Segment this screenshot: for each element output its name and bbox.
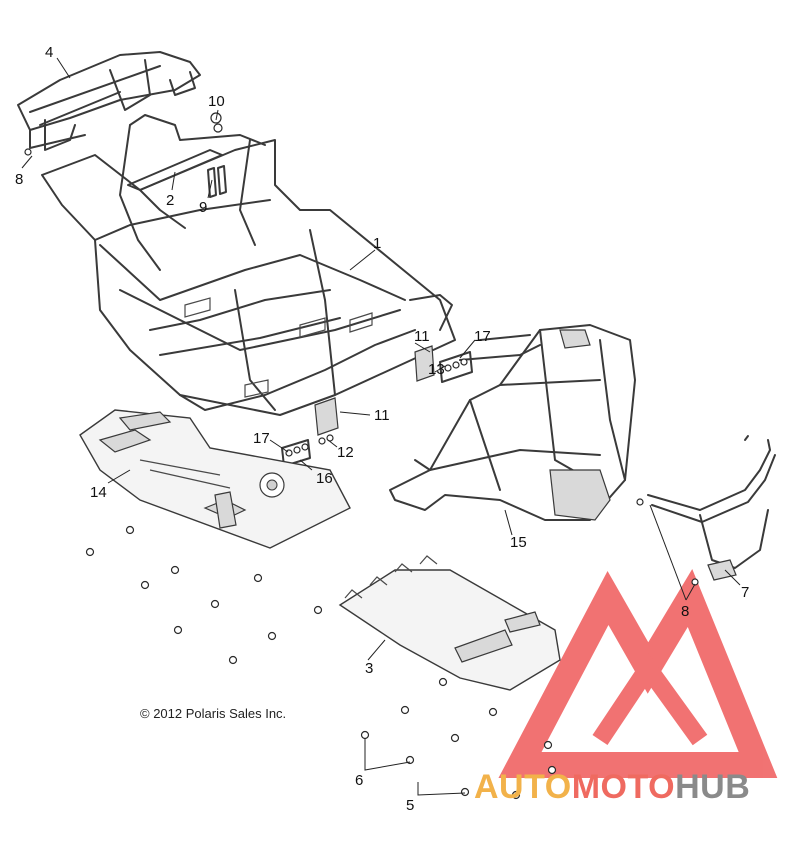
callout-2: 2 [166,192,174,209]
callout-5: 5 [406,797,414,814]
callout-13: 13 [428,361,445,378]
fastener-set [24,148,699,800]
part-16-17-bracket-set [281,439,311,467]
watermark-wordmark: AUTOMOTOHUB [474,768,750,807]
callout-11-lower: 11 [374,407,390,424]
watermark-moto: MOTO [571,768,676,806]
part-4-front-rack [17,51,201,151]
watermark-logo [498,569,778,778]
part-3-rear-skid-plate [338,555,561,691]
callout-6: 6 [355,772,363,789]
watermark-auto: AUTO [474,768,572,806]
callout-labels: 4 10 8 2 9 1 11 17 13 11 17 12 16 14 15 … [15,44,749,814]
copyright-text: © 2012 Polaris Sales Inc. [140,706,287,721]
part-14-front-skid-plate [79,409,351,549]
part-9-bracket [207,165,227,198]
callout-8-rear: 8 [681,603,689,620]
callout-14: 14 [90,484,107,501]
callout-17-upper: 17 [474,328,491,345]
callout-9: 9 [199,199,207,216]
leader-lines [21,57,741,796]
watermark-hub: HUB [675,768,751,806]
callout-4: 4 [45,44,53,61]
callout-8-front: 8 [15,171,23,188]
callout-11-upper: 11 [414,328,430,345]
callout-10: 10 [208,93,225,110]
callout-7: 7 [741,584,749,601]
part-11-12-mount-plates [314,345,435,445]
part-1-main-frame [41,114,456,416]
callout-1: 1 [373,235,381,252]
callout-15: 15 [510,534,527,551]
part-15-rear-frame [389,324,636,521]
callout-16: 16 [316,470,333,487]
callout-3: 3 [365,660,373,677]
part-7-rear-hitch [647,435,776,581]
callout-17-lower: 17 [253,430,270,447]
part-13-17-bracket-set [439,351,473,383]
callout-12: 12 [337,444,354,461]
